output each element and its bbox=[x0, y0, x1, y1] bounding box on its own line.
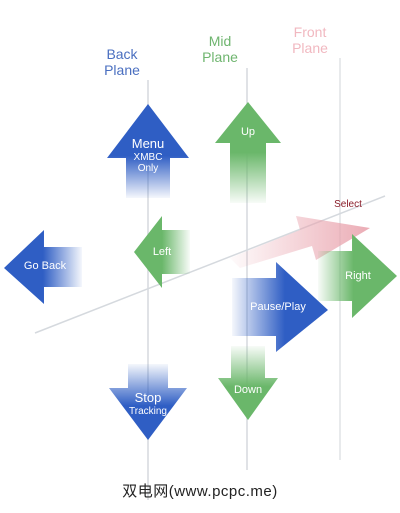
menu-label: Menu XMBC Only bbox=[118, 136, 178, 175]
mid-plane-label-line1: Mid bbox=[208, 33, 232, 49]
right-arrow-icon bbox=[318, 234, 397, 318]
stop-label-line2: Tracking bbox=[129, 405, 167, 417]
menu-label-line1: Menu bbox=[131, 136, 165, 151]
back-plane-label: Back Plane bbox=[92, 46, 152, 78]
menu-label-line3: Only bbox=[137, 163, 159, 175]
back-plane-label-line2: Plane bbox=[104, 62, 140, 79]
mid-plane-label-line2: Plane bbox=[202, 49, 238, 66]
right-label: Right bbox=[345, 270, 371, 282]
depth-axis-line bbox=[34, 195, 386, 334]
stop-arrow-icon bbox=[109, 364, 187, 440]
menu-arrow-icon bbox=[107, 104, 189, 198]
select-arrow-icon bbox=[230, 216, 370, 268]
go-back-arrow-icon bbox=[4, 230, 82, 304]
left-arrow-icon bbox=[134, 216, 190, 288]
go-back-label: Go Back bbox=[23, 260, 67, 272]
mid-plane-label: Mid Plane bbox=[190, 33, 250, 65]
select-label: Select bbox=[334, 199, 362, 210]
stop-label: Stop Tracking bbox=[112, 390, 184, 417]
pause-play-arrow-icon bbox=[232, 262, 328, 352]
pause-play-label: Pause/Play bbox=[250, 301, 306, 313]
up-label: Up bbox=[240, 126, 256, 138]
left-label: Left bbox=[152, 246, 172, 258]
front-plane-label: Front Plane bbox=[280, 24, 340, 56]
watermark: 双电网(www.pcpc.me) bbox=[122, 483, 278, 500]
down-label: Down bbox=[233, 384, 263, 396]
up-arrow-icon bbox=[215, 102, 281, 203]
front-plane-label-line2: Plane bbox=[292, 40, 328, 57]
back-plane-label-line1: Back bbox=[106, 46, 138, 62]
menu-label-line2: XMBC bbox=[133, 151, 163, 163]
stop-label-line1: Stop bbox=[134, 390, 162, 405]
front-plane-label-line1: Front bbox=[293, 24, 327, 40]
down-arrow-icon bbox=[218, 346, 278, 420]
